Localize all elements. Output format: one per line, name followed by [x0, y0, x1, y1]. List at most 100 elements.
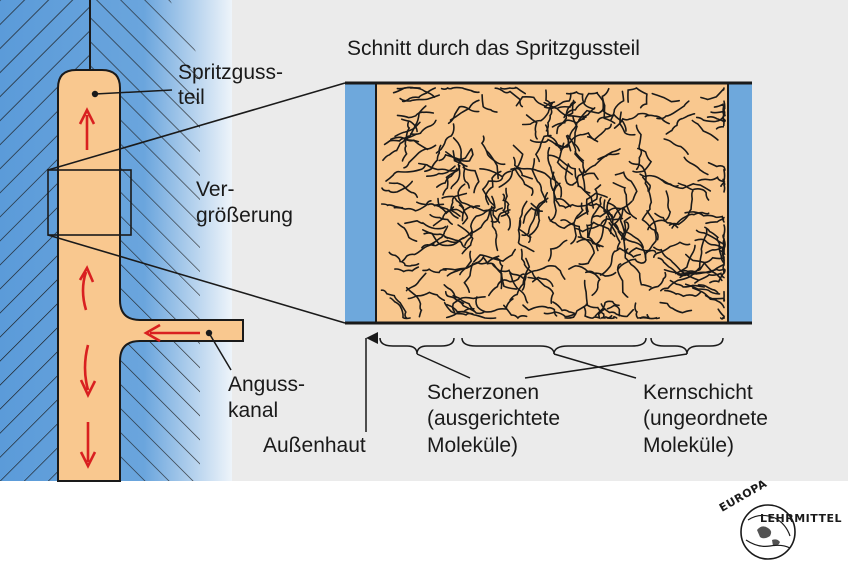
molecule-chain: [606, 314, 618, 320]
molecule-chain: [452, 150, 468, 168]
molecule-chain: [403, 144, 437, 169]
molecule-chain: [709, 264, 725, 284]
molecule-chain: [534, 134, 552, 163]
molecule-chain: [509, 257, 531, 301]
outer-skin-left: [345, 83, 376, 323]
molecule-chain: [401, 118, 418, 133]
molecule-chain: [706, 250, 726, 274]
molecule-chain: [648, 271, 667, 291]
molecule-chain: [700, 87, 725, 101]
molecule-chain: [521, 266, 546, 291]
molecule-chain: [564, 279, 589, 319]
molecule-chain: [694, 272, 725, 284]
flow-arrow-down: [79, 422, 97, 469]
molecule-chain: [583, 306, 606, 320]
molecule-chain: [578, 107, 605, 121]
molecule-chain: [381, 180, 413, 194]
molecule-chain: [606, 201, 626, 241]
molecule-chain: [663, 138, 689, 155]
label-angusskanal-1: Anguss-: [228, 373, 305, 396]
molecule-chain: [665, 113, 696, 135]
molecule-chain: [646, 210, 659, 241]
molecule-chain: [551, 171, 563, 198]
molecule-chain: [492, 264, 524, 279]
flow-arrow-up-left: [78, 265, 95, 311]
molecule-chain: [491, 195, 501, 224]
molecule-chain: [438, 148, 472, 162]
molecule-chain: [635, 124, 643, 171]
molecule-chain: [693, 228, 708, 275]
molecule-chain: [500, 86, 526, 95]
molecule-chain: [450, 192, 468, 217]
molecule-chain: [553, 182, 572, 208]
label-aussenhaut: Außenhaut: [263, 434, 366, 457]
molecule-chain: [576, 238, 604, 248]
molecule-chain: [707, 161, 726, 182]
molecule-chain: [452, 294, 486, 315]
molecule-chain: [639, 173, 679, 188]
molecule-chain: [442, 164, 461, 196]
molecule-chain: [684, 211, 725, 223]
molecule-chain: [656, 100, 690, 120]
molecule-chain: [393, 200, 432, 212]
label-kernschicht-3: Moleküle): [643, 434, 734, 457]
molecule-chain: [488, 273, 525, 297]
molecule-chain: [434, 204, 459, 219]
molecule-chain: [639, 314, 650, 320]
molecule-chain: [473, 248, 516, 263]
molecule-chain: [401, 243, 435, 262]
molecule-chain: [613, 112, 650, 129]
molecule-chain: [683, 156, 709, 176]
molecule-chain: [717, 308, 726, 320]
molecule-chain: [694, 238, 725, 258]
molecule-chain: [671, 211, 710, 229]
molecule-chain: [556, 142, 573, 176]
molecule-chain: [616, 249, 649, 271]
molecule-chain: [622, 235, 647, 259]
molecule-chain: [475, 296, 514, 313]
molecule-chain: [515, 95, 556, 108]
molecule-chain: [461, 205, 503, 222]
molecule-chain: [560, 219, 584, 239]
molecule-chain: [406, 138, 429, 151]
molecule-chain: [627, 87, 648, 109]
molecule-chain: [422, 268, 447, 274]
molecule-chain: [407, 291, 446, 302]
molecule-chain: [663, 269, 696, 275]
molecule-chain: [394, 121, 421, 138]
molecule-chain: [659, 301, 693, 314]
molecule-chain: [616, 263, 629, 298]
molecule-chain: [684, 283, 721, 295]
molecule-chain: [697, 175, 726, 183]
molecule-chain: [687, 268, 726, 275]
molecule-chain: [392, 86, 436, 98]
molecule-chain: [547, 146, 557, 191]
molecule-chain: [429, 213, 453, 225]
molecule-chain: [715, 112, 725, 130]
molecule-chain: [464, 206, 495, 247]
section-title: Schnitt durch das Spritzgussteil: [347, 37, 640, 60]
molecule-chain: [450, 163, 461, 190]
label-spritzgussteil-2: teil: [178, 86, 205, 109]
molecule-chain: [556, 101, 576, 135]
molecule-chain: [576, 192, 608, 220]
molecule-chain: [568, 264, 617, 277]
molecule-chain: [552, 301, 576, 315]
molecule-chain: [459, 250, 473, 276]
molecule-chain: [695, 105, 726, 123]
molecule-chain: [401, 87, 436, 103]
flow-arrow-up: [78, 107, 96, 150]
molecule-chain: [517, 219, 535, 253]
molecule-chain: [409, 119, 437, 136]
molecule-chain: [424, 144, 442, 173]
flow-arrow-sprue-left: [143, 323, 200, 343]
molecule-chain: [469, 210, 491, 235]
molecule-chain: [513, 167, 534, 196]
molecule-chain: [669, 279, 705, 288]
molecule-chain: [657, 257, 700, 281]
logo-text-lehrmittel: LEHRMITTEL: [760, 512, 842, 525]
molecule-chain: [664, 289, 702, 298]
molecule-chain: [572, 115, 581, 152]
molecule-chain: [383, 137, 407, 146]
